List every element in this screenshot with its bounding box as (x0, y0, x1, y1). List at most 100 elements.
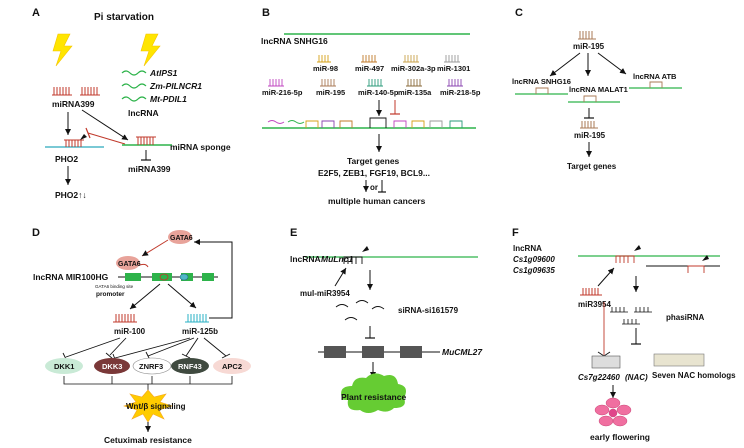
mirna399-duplex-icon (52, 87, 100, 96)
mir100-label: miR-100 (114, 327, 146, 336)
cleavage-scissors-icon (80, 134, 87, 140)
lncrna-prefix: lncRNA (290, 254, 321, 264)
mirna-label: miR-497 (355, 64, 384, 73)
mirna-icon (580, 121, 598, 129)
mir3954-label: miR3954 (578, 300, 611, 309)
lightning-bolt-icon (52, 33, 73, 67)
lncrna-malat1-label: lncRNA MALAT1 (569, 85, 628, 94)
exon-box (362, 346, 384, 358)
promoter-label: promoter (96, 291, 125, 298)
panel-d: D GATA6 GATA6 lncRNA MIR100HG GATA6 bind… (32, 227, 251, 445)
lncrna-prefix: lncRNA (513, 244, 542, 253)
pho2-result-label: PHO2↑↓ (55, 190, 87, 200)
lncrna-atips1: AtIPS1 (149, 68, 178, 78)
bound-mirnas (267, 117, 463, 128)
mir195-bottom-label: miR-195 (574, 131, 606, 140)
panel-a-letter: A (32, 7, 40, 19)
lncrna-zm-pilncr1: Zm-PILNCR1 (149, 81, 202, 91)
panel-c: C miR-195 lncRNA SNHG16 lncRNA MALAT1 ln… (512, 7, 682, 171)
mir125b-label: miR-125b (182, 327, 218, 336)
mir100hg-label: lncRNA MIR100HG (33, 272, 109, 282)
panel-e: E lncRNA MuLnc1 mul-miR3954 siRNA-si1615… (290, 227, 483, 413)
exon-box (400, 346, 422, 358)
panel-f-letter: F (512, 227, 519, 239)
sirna-label: siRNA-si161579 (398, 306, 459, 315)
wnt-signaling-label: Wnt/β signaling (126, 402, 186, 411)
rnf43-label: RNF43 (178, 362, 202, 371)
mirna-label: miR-195 (316, 88, 345, 97)
pi-starvation-label: Pi starvation (94, 12, 154, 23)
dkk3-label: DKK3 (102, 362, 122, 371)
mirna-label: miR-135a (398, 88, 432, 97)
mul-mir3954-label: mul-miR3954 (300, 289, 350, 298)
mirna399-label: miRNA399 (52, 99, 95, 109)
mirna-label: miR-218-5p (440, 88, 481, 97)
cs1g09600-label: Cs1g09600 (513, 255, 555, 264)
mucml27-label: MuCML27 (442, 347, 483, 357)
rnf43-node (171, 358, 209, 374)
gata6-top-label: GATA6 (170, 235, 193, 242)
nac-suffix-label: (NAC) (625, 373, 648, 382)
panel-e-letter: E (290, 227, 297, 239)
lightning-bolt-icon (140, 33, 161, 67)
gata6-top-ellipse (168, 230, 192, 244)
target-genes-title: Target genes (347, 156, 400, 166)
mirna-label: miR-302a-3p (391, 64, 436, 73)
mirna-label: miR-1301 (437, 64, 470, 73)
cleavage-scissors-icon (634, 245, 641, 251)
snhg16-label: lncRNA SNHG16 (261, 36, 328, 46)
plant-resistance-label: Plant resistance (341, 392, 406, 402)
lncrna-atb-label: lncRNA ATB (633, 72, 677, 81)
lncrna-wavy-lines (121, 70, 147, 102)
exon-box (202, 273, 214, 281)
znrf3-label: ZNRF3 (139, 362, 163, 371)
exon-box (125, 273, 141, 281)
plant-resistance-cloud-icon (341, 373, 406, 413)
apc2-node (213, 358, 251, 374)
panel-b: B lncRNA SNHG16 miR-98 miR-497 miR-302a-… (261, 7, 481, 206)
phasirna-label: phasiRNA (666, 313, 704, 322)
inhibition-lines (62, 337, 231, 363)
mir195-top-label: miR-195 (573, 42, 605, 51)
mulnc1-label: MuLnc1 (321, 254, 353, 264)
gata6-mid-ellipse (116, 256, 140, 270)
outcome-label: multiple human cancers (328, 196, 426, 206)
mirna-label: miR-140-5p (358, 88, 399, 97)
panel-d-letter: D (32, 227, 40, 239)
mirna399-sponged-label: miRNA399 (128, 164, 171, 174)
mirna-label: miR-98 (313, 64, 338, 73)
cleavage-scissors-icon (362, 246, 369, 252)
mirna-label: miR-216-5p (262, 88, 303, 97)
dkk3-node (94, 358, 130, 374)
exon-box (324, 346, 346, 358)
mir3954-icon (580, 288, 602, 296)
panel-a: A Pi starvation miRNA399 AtIPS1 Zm-PILNC… (32, 7, 231, 200)
lncrna-snhg16-label: lncRNA SNHG16 (512, 77, 571, 86)
nac-homologs-label: Seven NAC homologs (652, 371, 736, 380)
cs1g09635-label: Cs1g09635 (513, 266, 555, 275)
mirna-icons (268, 55, 463, 87)
lncrna-mt-pdil1: Mt-PDIL1 (150, 94, 187, 104)
nac-homologs-box (653, 353, 705, 367)
mirna-icon (578, 31, 596, 40)
dkk1-node (45, 358, 83, 374)
or-label: or (370, 183, 378, 192)
mirna-sponge-label: miRNA sponge (170, 142, 231, 152)
panel-b-letter: B (262, 7, 270, 19)
exon-box (152, 273, 172, 281)
cs7g22460-box (591, 355, 621, 369)
gata6-mid-label: GATA6 (118, 261, 141, 268)
cleavage-scissors-icon (702, 255, 709, 261)
bound-mirna-icon (64, 139, 84, 147)
sponged-mirna-icon (136, 136, 156, 145)
target-genes-list: E2F5, ZEB1, FGF19, BCL9... (318, 168, 430, 178)
phasirna-icons (610, 307, 652, 325)
mir125b-icon (185, 314, 209, 323)
target-genes-label: Target genes (567, 162, 617, 171)
apc2-label: APC2 (222, 362, 242, 371)
flower-icon (594, 397, 632, 427)
lncrna-label: lncRNA (128, 108, 159, 118)
cetuximab-label: Cetuximab resistance (104, 435, 192, 445)
